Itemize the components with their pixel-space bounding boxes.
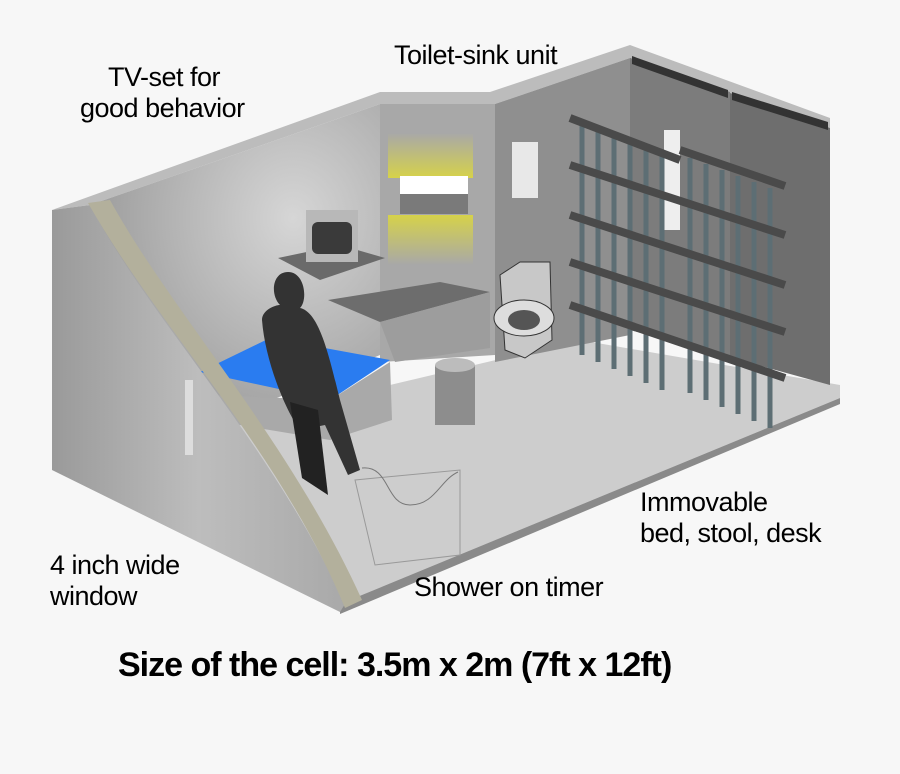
door-window [664,130,680,230]
window-frame [88,200,362,608]
shower-curtain [354,469,461,566]
door-frame [632,56,728,98]
door-frame [732,92,828,130]
label-window-line1: 4 inch wide [50,550,180,580]
label-window-line2: window [50,581,138,611]
label-furniture: Immovable bed, stool, desk [640,487,822,549]
label-window: 4 inch wide window [50,550,180,612]
cell-bar-crossbeams [568,114,787,382]
shower-hose [361,467,459,506]
label-furniture-line2: bed, stool, desk [640,518,822,548]
stool-back [290,402,328,495]
desk [328,282,490,322]
cell-bars [579,120,773,428]
left-wall-front [52,205,345,612]
label-shower: Shower on timer [414,572,604,602]
wall-notice [512,142,538,198]
light-window [400,176,468,194]
toilet-hole [508,310,540,330]
label-furniture-line1: Immovable [640,487,768,517]
light-window-shade [400,194,468,214]
window-slit [185,380,193,455]
label-toilet: Toilet-sink unit [394,40,558,70]
floor-edge [340,398,840,614]
label-tv: TV-set for good behavior [80,62,245,124]
tv-screen [312,222,352,254]
light-glow-bottom [388,215,473,265]
label-tv-line2: good behavior [80,93,245,123]
stool-top [435,358,475,372]
light-glow-top [388,133,473,178]
label-tv-line1: TV-set for [108,62,221,92]
diagram-title: Size of the cell: 3.5m x 2m (7ft x 12ft) [118,646,672,684]
stool [435,365,475,425]
tv-shelf [278,245,385,280]
desk-front [380,292,490,362]
person-silhouette [262,272,360,475]
